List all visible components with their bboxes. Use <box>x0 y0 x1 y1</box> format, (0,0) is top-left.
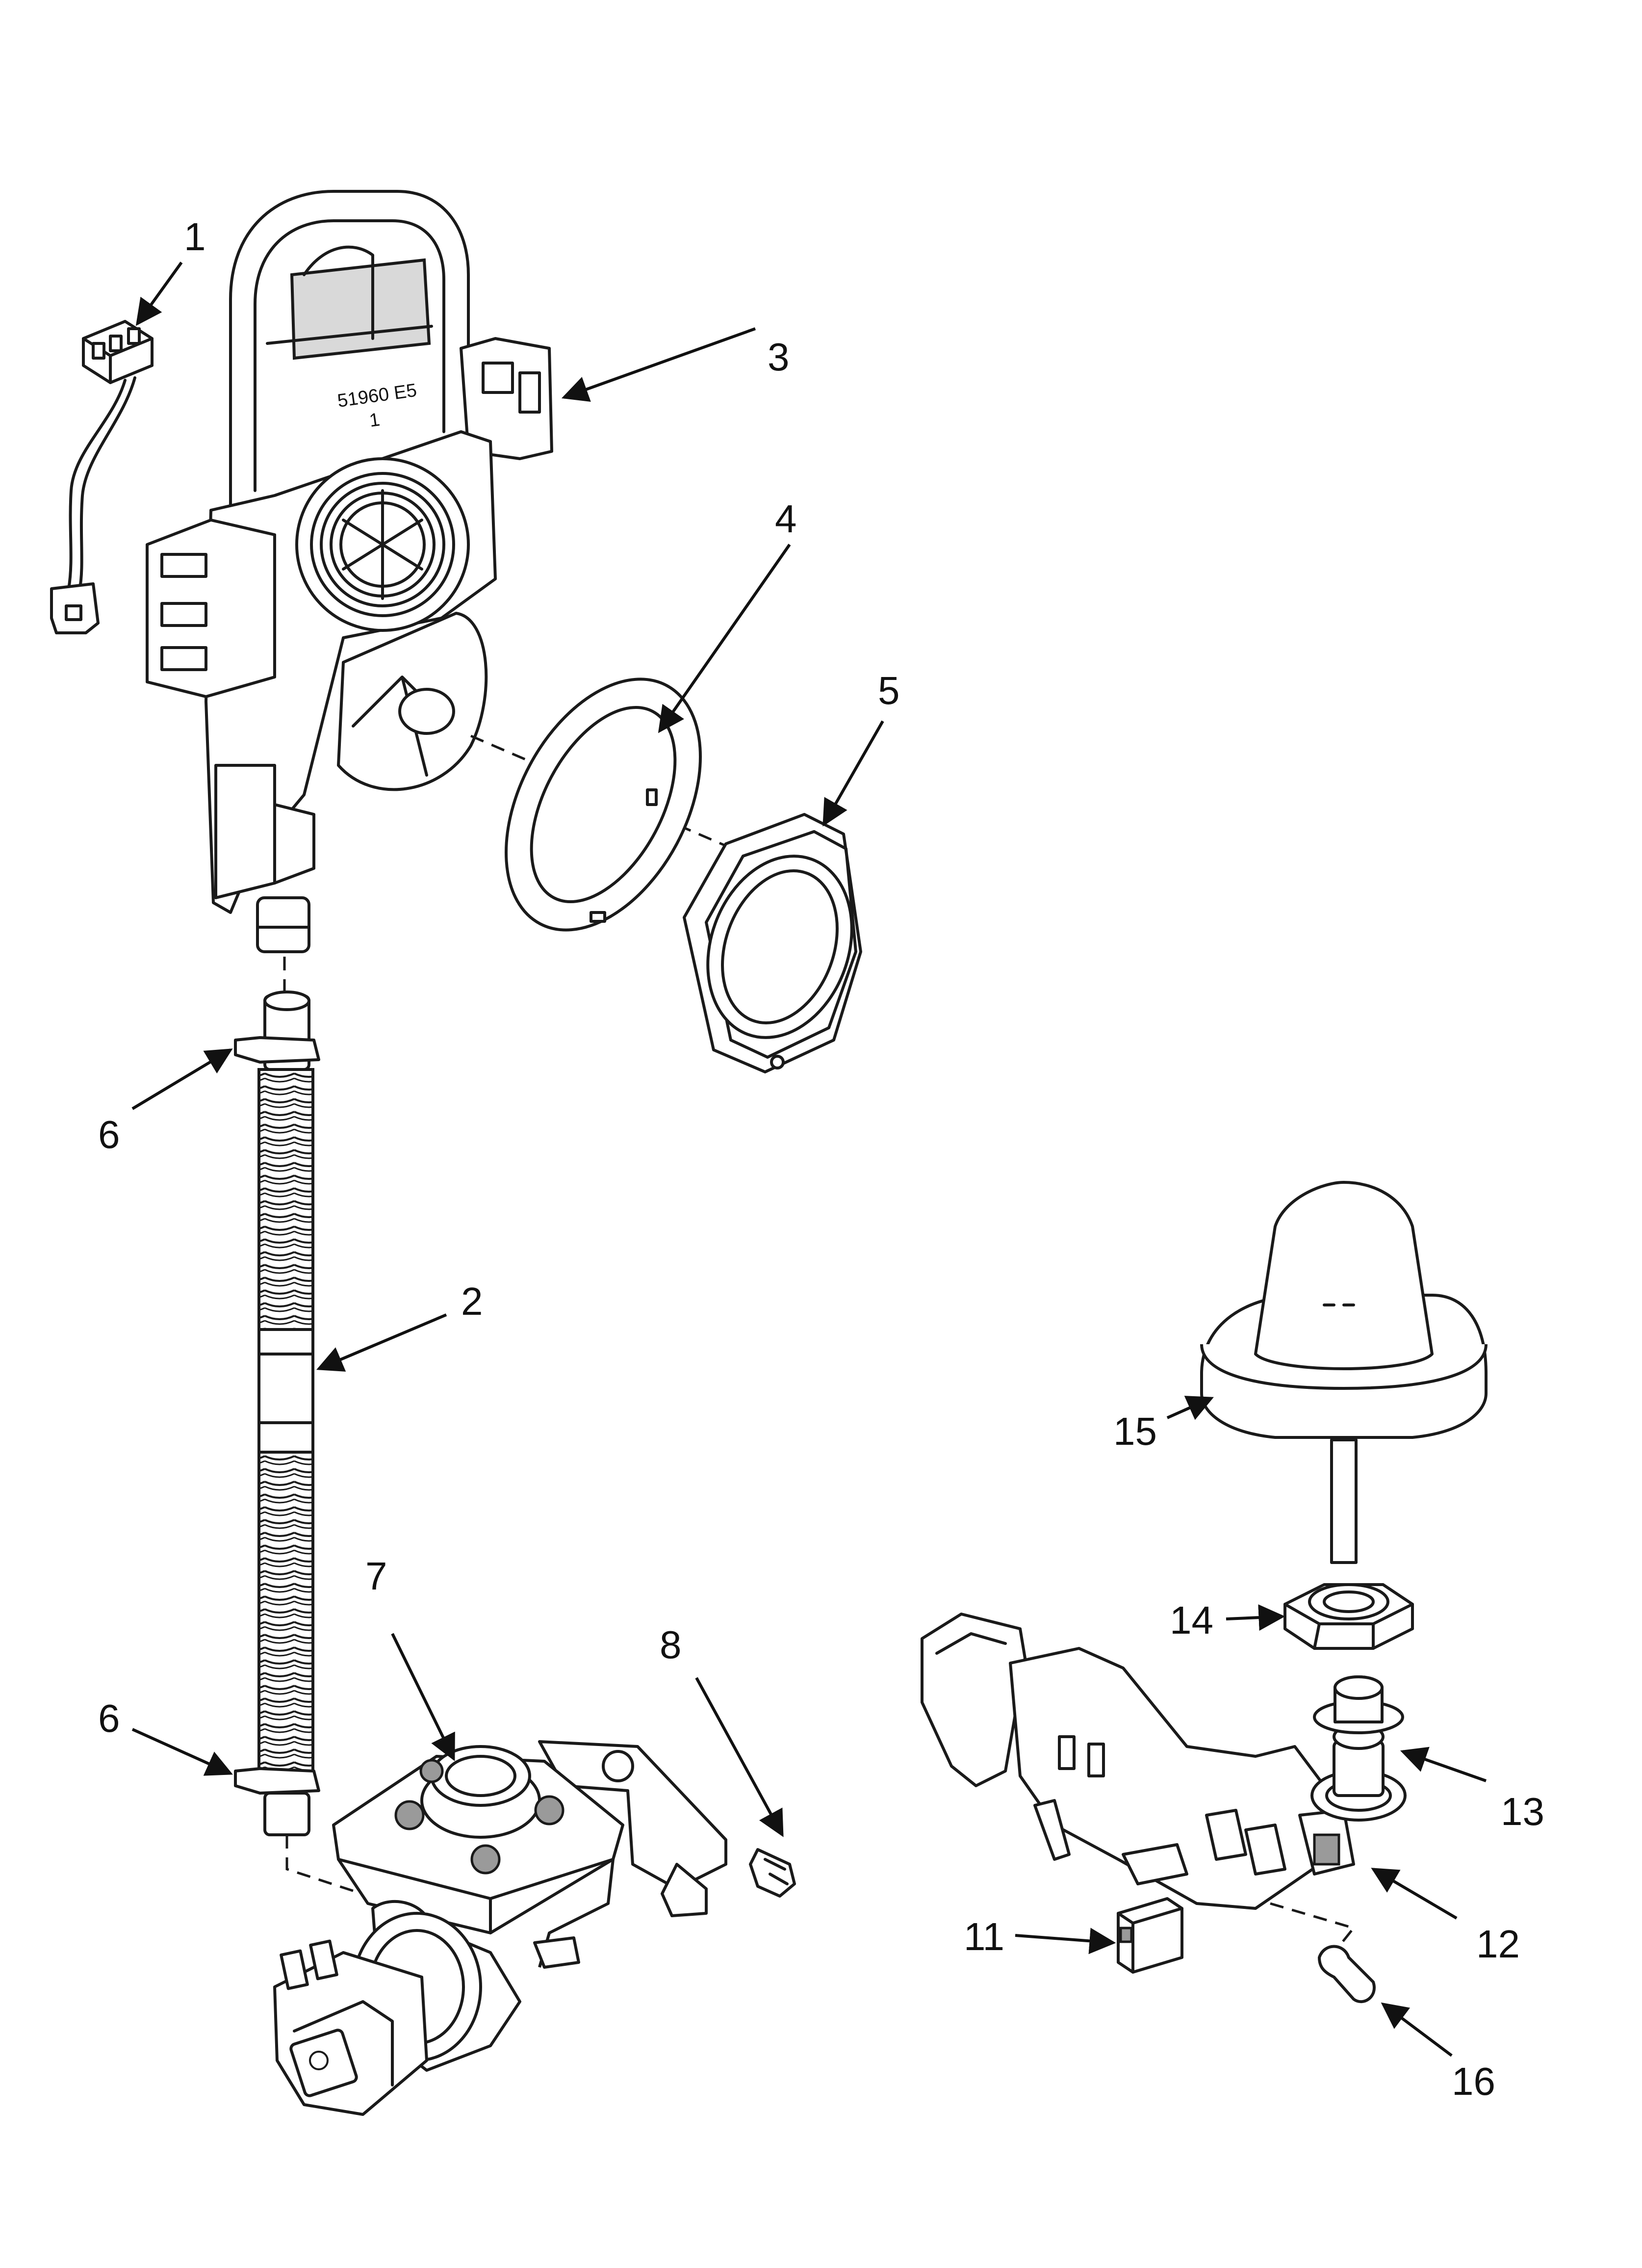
water-valve-part <box>273 1740 727 2116</box>
wire-harness-part <box>50 320 154 634</box>
leader-14 <box>1226 1604 1285 1631</box>
leader-12 <box>1371 1868 1458 1920</box>
leader-6b <box>131 1728 233 1776</box>
leader-8 <box>695 1677 784 1837</box>
callout-5: 5 <box>878 669 900 712</box>
callout-7: 7 <box>365 1554 387 1598</box>
float-switch-bracket-part <box>921 1613 1355 1910</box>
callout-14: 14 <box>1170 1598 1213 1642</box>
leader-1 <box>135 261 183 326</box>
callout-12: 12 <box>1476 1922 1520 1966</box>
leader-16 <box>1381 2002 1453 2057</box>
leader-4 <box>658 544 791 733</box>
callout-15: 15 <box>1113 1409 1157 1453</box>
leader-11 <box>1015 1928 1116 1955</box>
callout-4: 4 <box>775 497 797 541</box>
leader-arrows <box>131 261 1487 2057</box>
leader-5 <box>822 720 884 827</box>
callout-2: 2 <box>461 1279 483 1323</box>
leader-3 <box>561 327 756 402</box>
callout-13: 13 <box>1501 1790 1544 1833</box>
callout-6-upper: 6 <box>98 1113 120 1156</box>
clip-part <box>1270 1902 1376 2003</box>
hex-nut-part <box>1283 1583 1414 1650</box>
leader-7 <box>391 1633 455 1761</box>
callout-3: 3 <box>768 335 790 379</box>
float-part <box>1200 1181 1488 1564</box>
gasket-part <box>505 678 702 932</box>
hex-ring-part <box>683 813 862 1073</box>
leader-6a <box>131 1048 233 1110</box>
assembly-axis-line <box>470 734 790 875</box>
leader-15 <box>1166 1396 1214 1420</box>
callout-16: 16 <box>1452 2059 1495 2103</box>
callout-labels: 1 3 4 5 6 2 7 8 6 15 14 13 12 11 16 <box>98 215 1544 2103</box>
float-stem-part <box>1310 1675 1407 1822</box>
micro-switch-part <box>1117 1897 1183 1974</box>
screw-part <box>749 1848 796 1898</box>
leader-13 <box>1400 1747 1487 1782</box>
leader-2 <box>316 1313 447 1372</box>
housing-part: 51960 E5 1 <box>146 190 553 953</box>
callout-1: 1 <box>184 215 206 259</box>
hose-part <box>234 957 422 1915</box>
callout-6-lower: 6 <box>98 1696 120 1740</box>
callout-8: 8 <box>660 1623 682 1667</box>
callout-11: 11 <box>964 1915 1004 1958</box>
